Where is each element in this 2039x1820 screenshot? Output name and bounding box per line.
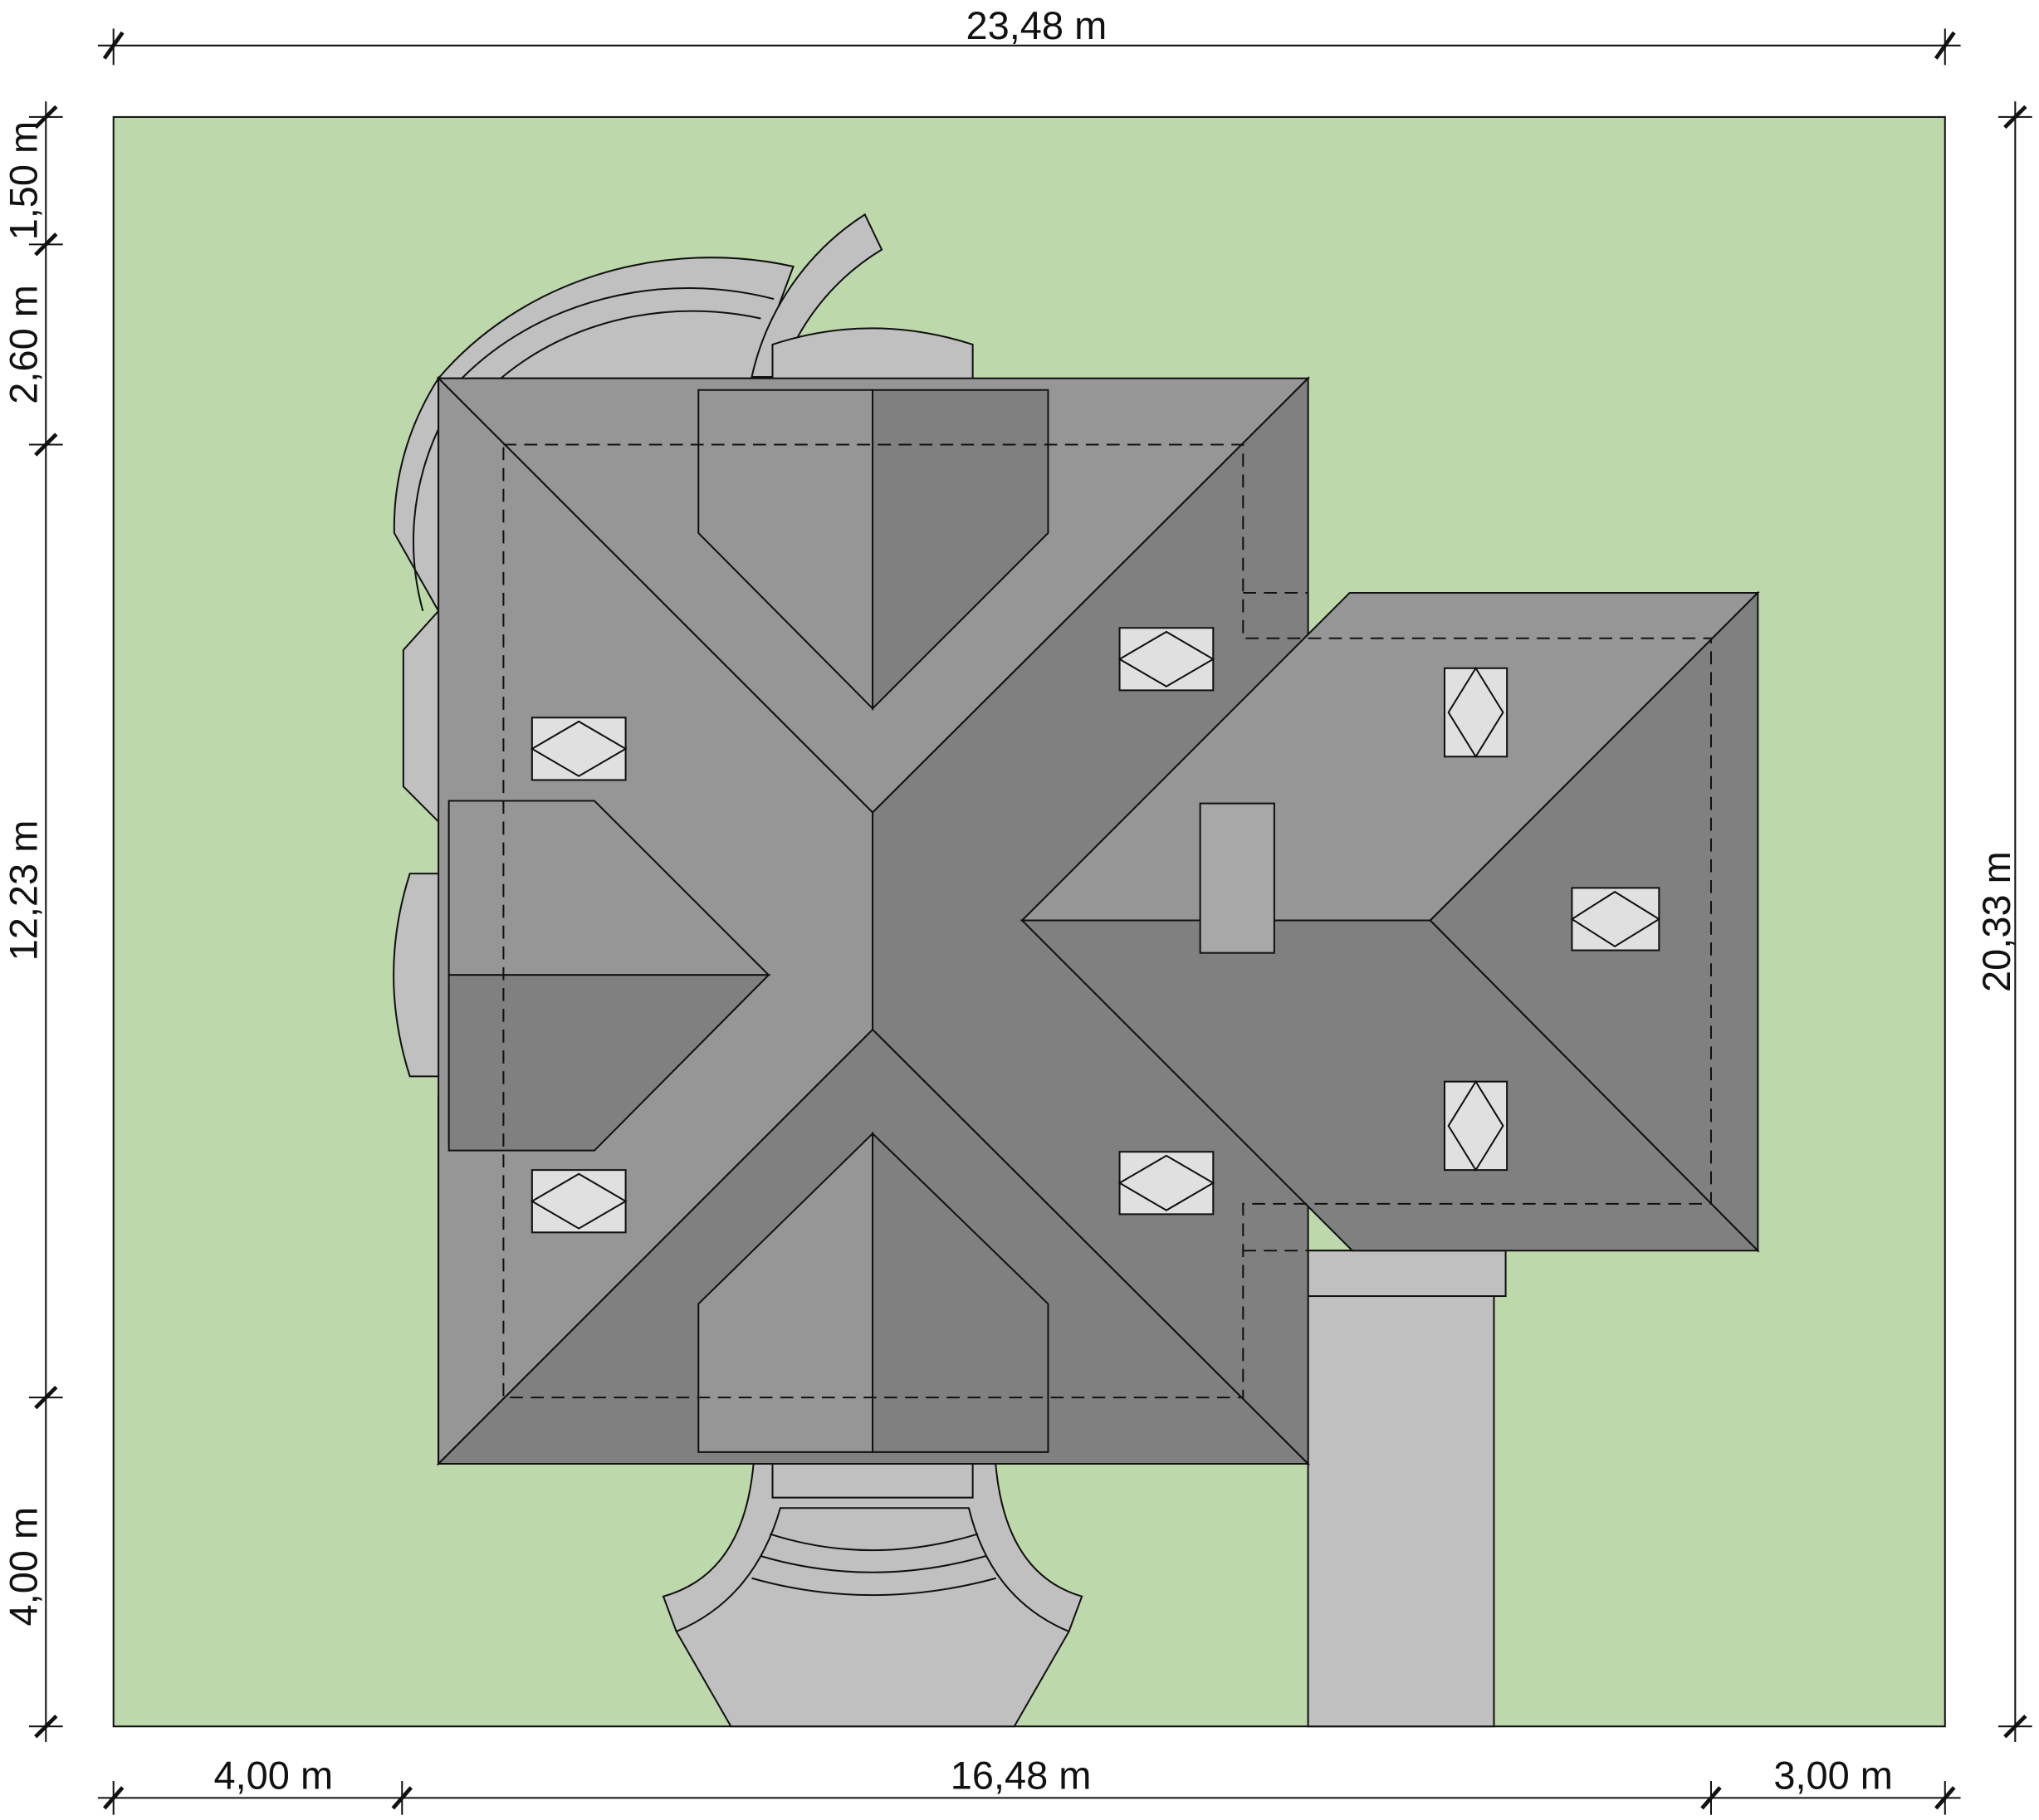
dimension-right: 20,33 m [1974, 101, 2032, 1743]
dim-left-label: 12,23 m [1, 820, 45, 961]
skylight-icon [1117, 1151, 1215, 1216]
driveway [1307, 1250, 1495, 1728]
dimension-left: 1,50 m 2,60 m 12,23 m 4,00 m [1, 101, 63, 1743]
dim-bottom-label: 16,48 m [951, 1753, 1092, 1797]
dimension-bottom: 4,00 m 16,48 m 3,00 m [97, 1753, 1961, 1815]
wall-outline [502, 443, 1712, 1399]
skylight-icon [1117, 627, 1215, 692]
skylights [530, 627, 1661, 1234]
south-gable [697, 1131, 1049, 1453]
dim-right-label: 20,33 m [1974, 851, 2018, 992]
dim-bottom-label: 4,00 m [213, 1753, 333, 1797]
dim-left-label: 4,00 m [1, 1507, 45, 1627]
dim-left-label: 1,50 m [1, 121, 45, 241]
dim-bottom-label: 3,00 m [1773, 1753, 1893, 1797]
skylight-icon [1443, 1079, 1508, 1172]
north-gable [697, 389, 1049, 711]
skylight-icon [1570, 887, 1661, 952]
chimney [1199, 802, 1275, 954]
west-gable [447, 800, 771, 1152]
south-entrance-stairs [662, 1451, 1083, 1728]
skylight-icon [1443, 666, 1508, 759]
north-terrace [393, 213, 974, 614]
dimension-top: 23,48 m [97, 3, 1961, 66]
dim-top-label: 23,48 m [966, 3, 1107, 47]
garage-step [1307, 1250, 1507, 1298]
skylight-icon [530, 717, 628, 781]
dim-left-label: 2,60 m [1, 285, 45, 404]
skylight-icon [530, 1169, 628, 1234]
